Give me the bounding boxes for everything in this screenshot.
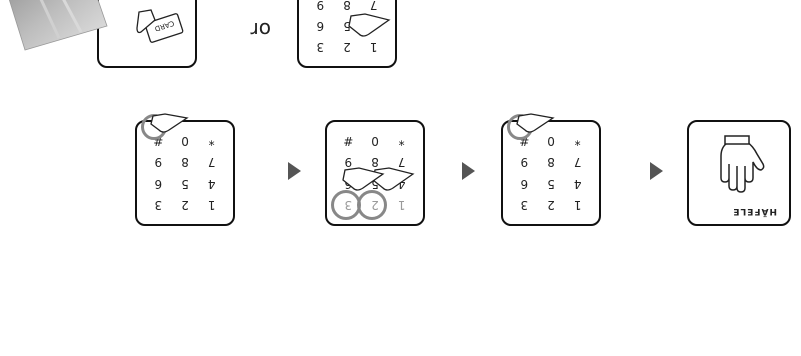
key-1[interactable]: 1 [207, 198, 216, 213]
arrow-icon [288, 162, 301, 180]
key-3[interactable]: 3 [154, 198, 163, 213]
key-6[interactable]: 6 [520, 176, 529, 191]
key-9[interactable]: 9 [316, 0, 325, 13]
key-4[interactable]: 4 [207, 176, 216, 191]
access-card-illustration [4, 0, 108, 51]
hafele-logo: HÄFELE [732, 206, 777, 216]
key-4[interactable]: 4 [573, 176, 582, 191]
pointing-finger-icon [150, 113, 189, 133]
key-7[interactable]: 7 [573, 155, 582, 170]
key-3[interactable]: 3 [520, 198, 529, 213]
key-5[interactable]: 5 [547, 176, 555, 191]
key-7[interactable]: 7 [207, 155, 216, 170]
key-5[interactable]: 5 [181, 176, 189, 191]
key-1[interactable]: 1 [573, 198, 582, 213]
step3-panel: 1 2 3 4 5 6 7 8 9 * 0 # [325, 120, 425, 226]
pointing-finger-icon [342, 167, 385, 191]
key-6[interactable]: 6 [316, 19, 325, 34]
key-9[interactable]: 9 [520, 155, 529, 170]
key-9[interactable]: 9 [154, 155, 163, 170]
step4-panel: 1 2 3 4 5 6 7 8 9 * 0 # [135, 113, 235, 226]
key-8[interactable]: 8 [547, 155, 555, 170]
key-star[interactable]: * [398, 133, 405, 148]
pointing-finger-icon [516, 113, 555, 133]
hand-holding-card-icon: CARD [136, 9, 184, 43]
key-0[interactable]: 0 [371, 133, 379, 148]
key-2[interactable]: 2 [547, 198, 555, 213]
key-3[interactable]: 3 [316, 40, 325, 55]
keypad: 1 2 3 4 5 6 7 8 9 * 0 # [511, 130, 591, 216]
keypad: 1 2 3 4 5 6 7 8 9 * 0 # [145, 130, 225, 216]
arrow-icon [462, 162, 475, 180]
pointing-finger-icon [348, 13, 391, 37]
step6-panel: CARD [97, 0, 197, 68]
key-2[interactable]: 2 [181, 198, 189, 213]
step1-panel: HÄFELE [687, 120, 791, 226]
key-6[interactable]: 6 [154, 176, 163, 191]
step5-panel: 1 2 3 4 5 6 7 8 9 * 0 # [297, 0, 397, 68]
key-star[interactable]: * [574, 133, 581, 148]
key-star[interactable]: * [208, 133, 215, 148]
arrow-icon [650, 162, 663, 180]
or-label: or [250, 18, 271, 42]
step2-panel: 1 2 3 4 5 6 7 8 9 * 0 # [501, 113, 601, 226]
hand-icon [720, 135, 765, 193]
key-hash[interactable]: # [343, 133, 354, 148]
key-8[interactable]: 8 [181, 155, 189, 170]
